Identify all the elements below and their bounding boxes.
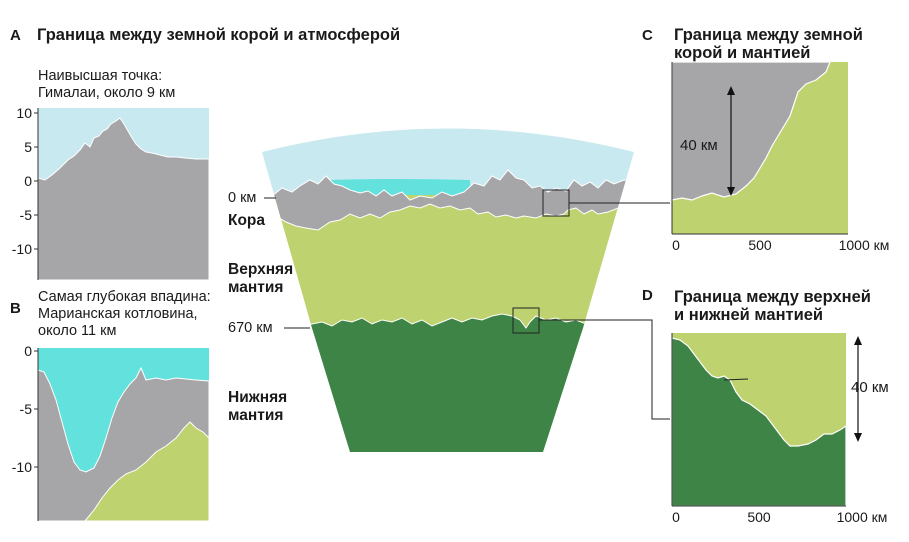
lower-mantle-label-2: мантия — [228, 407, 283, 424]
panel-a-letter: A — [10, 27, 21, 44]
panel-a-title: Граница между земной корой и атмосферой — [37, 26, 400, 44]
arrow-down-icon — [854, 433, 862, 442]
earth-section: 0 км Кора Верхняя мантия 670 км Нижняя м… — [228, 128, 670, 452]
panel-b-letter: B — [10, 300, 21, 317]
arrow-down-icon — [727, 187, 735, 196]
panel-b-tick-label: -5 — [20, 401, 33, 417]
panel-a-tick-label: 5 — [24, 139, 32, 155]
panel-c-crust — [671, 61, 831, 201]
panel-a: A Граница между земной корой и атмосферо… — [10, 26, 400, 281]
zero-km-label: 0 км — [228, 190, 256, 206]
panel-d-x-tick: 500 — [747, 509, 771, 525]
panel-a-note-2: Гималаи, около 9 км — [38, 85, 175, 101]
panel-a-tick-label: 10 — [16, 105, 32, 121]
panel-c-title-2: корой и мантией — [674, 44, 810, 62]
arrow-up-icon — [727, 86, 735, 95]
panel-d: D Граница между верхней и нижней мантией… — [642, 287, 889, 525]
panel-a-crust-profile — [37, 117, 210, 281]
panel-d-title-2: и нижней мантией — [674, 306, 823, 324]
upper-mantle-label-1: Верхняя — [228, 261, 293, 278]
panel-b: B Самая глубокая впадина: Марианская кот… — [10, 289, 211, 522]
crust-label: Кора — [228, 212, 265, 229]
panel-c-x-tick: 0 — [672, 237, 680, 253]
panel-c: C Граница между земной корой и мантией 4… — [642, 26, 889, 253]
panel-b-note-3: около 11 км — [38, 323, 116, 339]
panel-b-mantle-profile — [83, 421, 210, 522]
lower-mantle-layer — [262, 313, 634, 452]
panel-c-x-tick: 1000 км — [839, 237, 890, 253]
panel-d-title-1: Граница между верхней — [674, 288, 871, 306]
panel-d-x-tick: 0 — [672, 509, 680, 525]
panel-b-tick-label: -10 — [12, 459, 32, 475]
panel-c-x-tick: 500 — [748, 237, 772, 253]
panel-a-tick-label: 0 — [24, 173, 32, 189]
panel-d-x-tick: 1000 км — [837, 509, 888, 525]
panel-d-letter: D — [642, 287, 653, 304]
panel-a-note-1: Наивысшая точка: — [38, 68, 162, 84]
panel-a-tick-label: -5 — [20, 207, 33, 223]
panel-d-lower-mantle — [671, 337, 847, 507]
panel-d-depth-label: 40 км — [851, 379, 889, 396]
connector-d — [539, 319, 670, 420]
arrow-up-icon — [854, 336, 862, 345]
panel-c-depth-label: 40 км — [680, 137, 718, 154]
boundary-670-label: 670 км — [228, 320, 273, 336]
upper-mantle-label-2: мантия — [228, 279, 283, 296]
panel-b-note-1: Самая глубокая впадина: — [38, 289, 211, 305]
panel-c-title-1: Граница между земной — [674, 26, 863, 44]
panel-d-marker — [723, 378, 749, 381]
panel-c-letter: C — [642, 27, 653, 44]
panel-a-tick-label: -10 — [12, 241, 32, 257]
panel-b-tick-label: 0 — [24, 343, 32, 359]
lower-mantle-label-1: Нижняя — [228, 389, 287, 406]
panel-b-note-2: Марианская котловина, — [38, 306, 198, 322]
